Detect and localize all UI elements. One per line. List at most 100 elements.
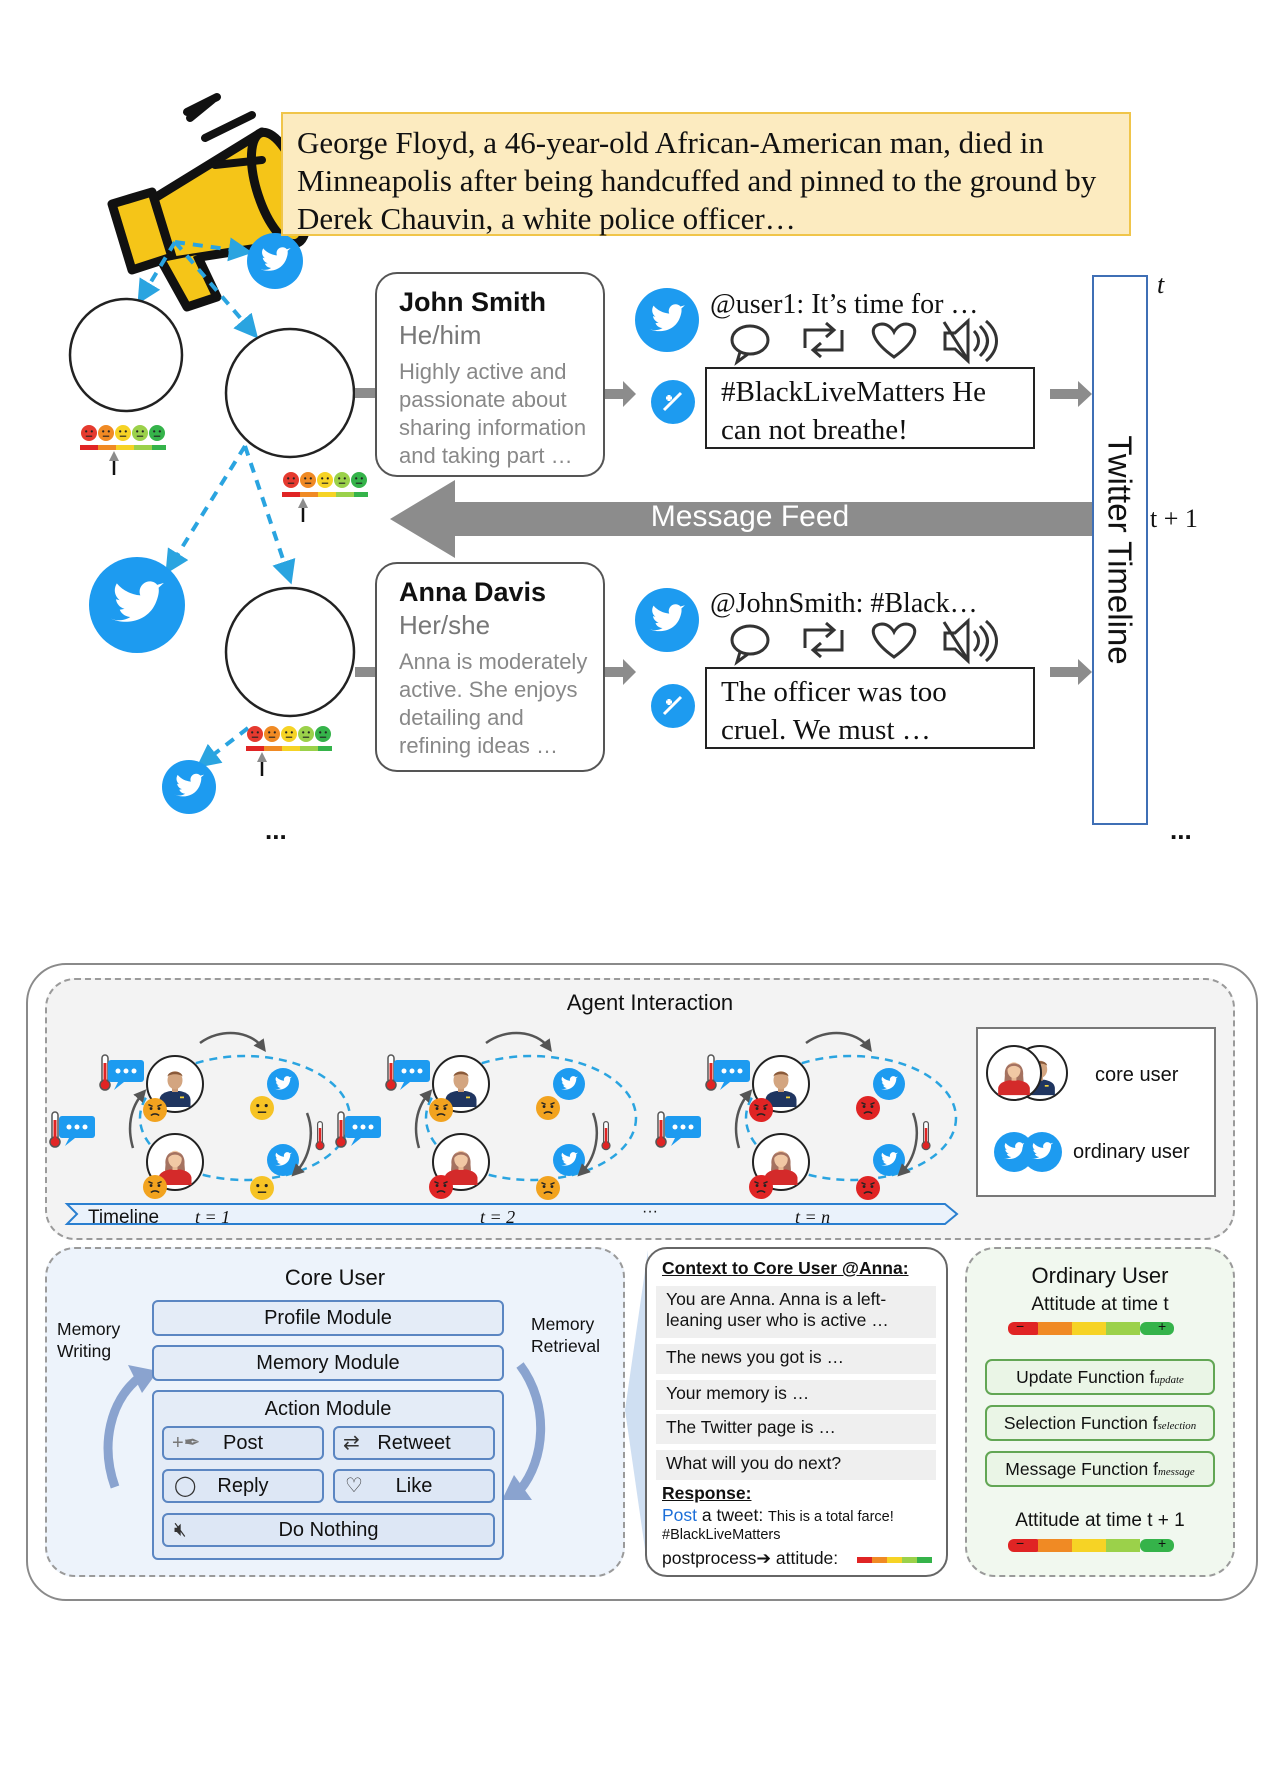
response-hashtag: #BlackLiveMatters — [662, 1527, 781, 1543]
attitude-plus: + — [1158, 1318, 1167, 1334]
action-reply-label: Reply — [217, 1475, 269, 1497]
action-post-label: Post — [222, 1432, 264, 1454]
emotion-scale-2 — [282, 471, 368, 522]
post-box: #BlackLiveMatters He can not breathe! — [705, 367, 1035, 449]
time-t1: t + 1 — [1150, 504, 1198, 533]
memory-module: Memory Module — [152, 1345, 504, 1381]
timeline-step: t = n — [795, 1207, 831, 1227]
profile-desc-line: active. She enjoys — [399, 677, 578, 702]
news-line: George Floyd, a 46-year-old African-Amer… — [297, 125, 1044, 160]
message-function-box: Message Function fmessage — [985, 1451, 1215, 1487]
agent-interaction-title: Agent Interaction — [566, 990, 734, 1015]
twitter-bird-icon — [635, 588, 699, 652]
post-line: The officer was too — [721, 676, 947, 708]
action-retweet-label: Retweet — [377, 1432, 451, 1454]
twitter-timeline-box — [1092, 275, 1148, 825]
action-module-title: Action Module — [264, 1398, 392, 1420]
context-row: What will you do next? — [656, 1450, 936, 1480]
emotion-scale-3 — [246, 725, 332, 776]
like-icon — [871, 322, 917, 359]
memory-writing-label: Memory Writing — [57, 1318, 120, 1362]
top-diagram-graphics — [68, 72, 1092, 814]
attitude-t1-label: Attitude at time t + 1 — [1015, 1510, 1185, 1531]
memory-retrieval-label: Memory Retrieval — [531, 1313, 600, 1357]
agent-interaction-graphics — [45, 1000, 959, 1225]
twitter-bird-icon — [635, 288, 699, 352]
retweet-icon — [803, 321, 844, 359]
avatar-woman-1 — [68, 297, 184, 413]
attitude-bar-t1 — [1008, 1539, 1174, 1552]
news-line: Minneapolis after being handcuffed and p… — [297, 163, 1097, 198]
mute-icon — [942, 317, 998, 365]
cluster-t2 — [336, 1033, 636, 1200]
legend-ordinary-label: ordinary user — [1073, 1141, 1190, 1163]
profile-desc-line: and taking part … — [399, 443, 573, 468]
selection-function-label: Selection Function f — [1003, 1413, 1158, 1433]
action-reply: ◯ Reply — [162, 1469, 324, 1503]
memory-writing-line: Memory — [57, 1319, 121, 1339]
message-function-label: Message Function f — [1005, 1459, 1158, 1479]
profile-desc-line: Highly active and — [399, 359, 567, 384]
attitude-bar-t — [1008, 1322, 1174, 1335]
megaphone-rays — [186, 96, 266, 169]
avatar-anna — [224, 586, 356, 718]
attitude-minus: − — [1016, 1535, 1025, 1551]
context-row-line: leaning user who is active … — [666, 1310, 889, 1330]
update-function-sub: update — [1154, 1374, 1184, 1386]
ellipsis-left: ... — [265, 815, 287, 845]
action-post: +✒ Post — [162, 1426, 324, 1460]
mute-icon — [942, 617, 998, 665]
attitude-bar-small — [857, 1557, 932, 1563]
attitude-minus: − — [1016, 1318, 1025, 1334]
profile-module: Profile Module — [152, 1300, 504, 1336]
response-line: Post a tweet: This is a total farce! — [662, 1505, 894, 1526]
post-line: cruel. We must … — [721, 714, 931, 746]
message-feed-label: Message Feed — [650, 500, 850, 533]
feed-tweet: @JohnSmith: #Black… — [710, 588, 978, 619]
tweet-actions-2 — [730, 617, 998, 666]
legend-icons — [986, 1045, 1068, 1172]
emotion-scale-1 — [80, 424, 166, 475]
context-row: You are Anna. Anna is a left- leaning us… — [656, 1286, 936, 1338]
core-user-title: Core User — [284, 1265, 386, 1290]
reply-icon: ◯ — [174, 1475, 197, 1497]
message-function-sub: message — [1157, 1466, 1195, 1478]
profile-desc-line: passionate about — [399, 387, 567, 412]
profile-card-anna: Anna Davis Her/she Anna is moderately ac… — [375, 562, 605, 772]
profile-desc-line: Anna is moderately — [399, 649, 588, 674]
timeline-label: Timeline — [88, 1207, 160, 1228]
legend-core-label: core user — [1095, 1064, 1179, 1086]
spread-arrows — [137, 237, 296, 768]
context-pointer — [625, 1250, 648, 1570]
selection-function-box: Selection Function fselection — [985, 1405, 1215, 1441]
memory-writing-line: Writing — [57, 1341, 112, 1361]
update-function-box: Update Function fupdate — [985, 1359, 1215, 1395]
avatar-john — [224, 327, 356, 459]
post-icon: +✒ — [172, 1432, 201, 1454]
twitter-timeline-label: Twitter Timeline — [1102, 435, 1140, 665]
update-function-label: Update Function f — [1016, 1367, 1155, 1387]
cluster-tn — [656, 1033, 956, 1200]
timeline-step: t = 2 — [480, 1207, 516, 1227]
twitter-bird-icon — [247, 233, 303, 289]
compose-icon — [651, 380, 695, 424]
postprocess-line: postprocess➔ attitude: — [662, 1548, 839, 1568]
timeline-step: ··· — [642, 1203, 658, 1220]
profile-name: John Smith — [399, 287, 546, 317]
tweet-actions-1 — [730, 317, 998, 366]
retweet-icon — [803, 621, 844, 659]
retweet-icon: ⇄ — [343, 1432, 360, 1454]
gray-arrows — [355, 381, 1092, 685]
profile-pronoun: He/him — [399, 320, 482, 350]
action-retweet: ⇄ Retweet — [333, 1426, 495, 1460]
attitude-t-label: Attitude at time t — [1031, 1294, 1169, 1315]
memory-arrows — [103, 1362, 546, 1500]
action-do-nothing: 🔇︎ Do Nothing — [162, 1513, 495, 1547]
ordinary-user-title: Ordinary User — [1031, 1263, 1169, 1288]
ellipsis-right: ... — [1170, 815, 1192, 845]
profile-name: Anna Davis — [399, 577, 547, 607]
profile-desc-line: refining ideas … — [399, 733, 558, 758]
twitter-timeline-label-wrap: Twitter Timeline — [1092, 275, 1148, 825]
news-line: Derek Chauvin, a white police officer… — [297, 201, 796, 236]
attitude-plus: + — [1158, 1535, 1167, 1551]
